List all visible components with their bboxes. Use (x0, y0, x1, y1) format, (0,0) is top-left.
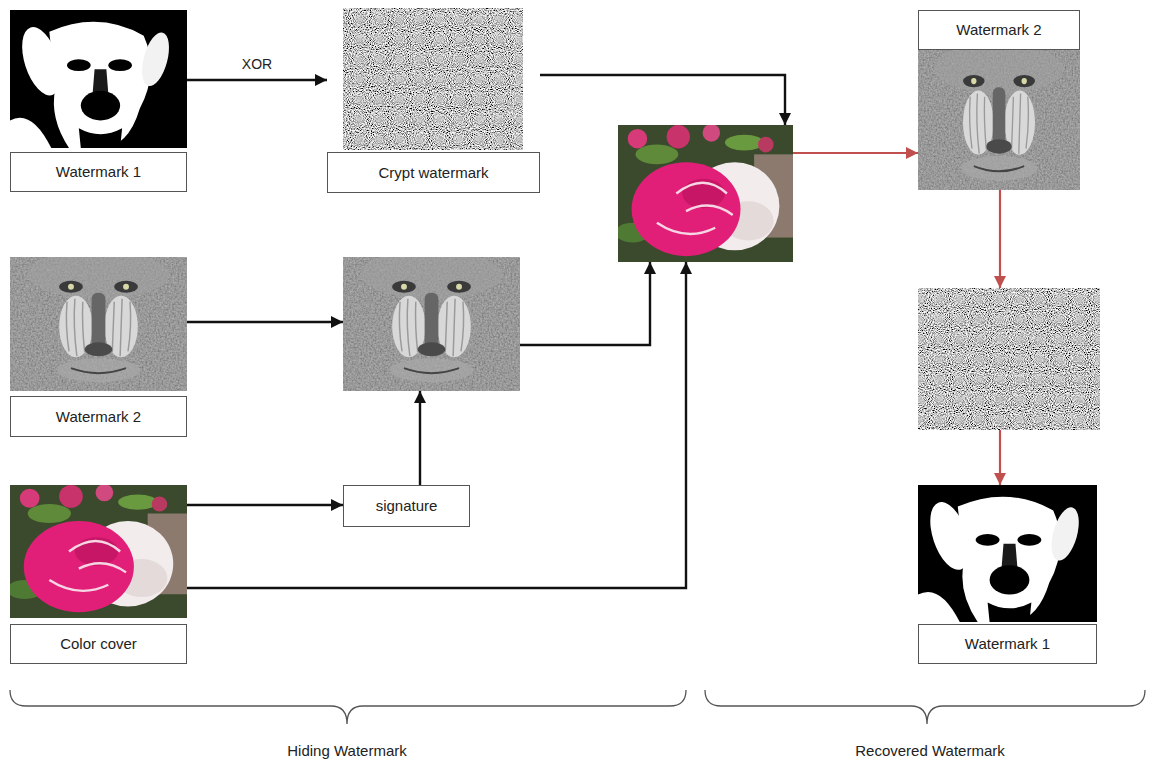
arrow-connector (999, 430, 1001, 485)
flower-image (615, 124, 793, 262)
image-node: Watermark 1 (918, 485, 1097, 664)
node-label: Watermark 2 (956, 21, 1041, 39)
process-box: signature (343, 485, 470, 527)
label-box: Watermark 1 (918, 624, 1097, 664)
label-box: Color cover (10, 624, 187, 664)
image-node: Watermark 1 (10, 10, 187, 192)
label-box: Watermark 1 (10, 152, 187, 192)
brace (705, 690, 1145, 724)
arrow-connector (793, 152, 918, 154)
edge-label: XOR (239, 56, 275, 73)
arrow-connector (999, 190, 1001, 288)
image-node (343, 257, 520, 391)
node-label: Crypt watermark (378, 164, 488, 182)
arrow-connector (187, 321, 343, 323)
baboon-image (10, 251, 187, 391)
node-label: Color cover (60, 635, 137, 653)
flower-image (7, 484, 187, 618)
arrow-connector (187, 504, 343, 506)
section-label: Hiding Watermark (287, 742, 406, 760)
arrow-connector (520, 262, 650, 345)
arrow-connector (419, 391, 421, 485)
image-node: Color cover (10, 485, 187, 664)
section-label: Recovered Watermark (855, 742, 1005, 760)
noise-image (343, 8, 523, 150)
arrow-connector (187, 79, 327, 81)
image-node: Crypt watermark (327, 8, 540, 193)
image-node: Watermark 2 (918, 10, 1080, 190)
arrow-connector (187, 262, 686, 588)
baboon-image (343, 251, 520, 391)
node-label: signature (376, 497, 438, 515)
image-node (618, 125, 793, 262)
node-label: Watermark 1 (56, 163, 141, 181)
noise-image (918, 288, 1100, 430)
node-label: Watermark 1 (965, 635, 1050, 653)
label-box: Crypt watermark (327, 152, 540, 193)
image-node (918, 288, 1100, 430)
dog-image (10, 10, 187, 148)
brace (10, 690, 686, 724)
label-box: Watermark 2 (10, 396, 187, 437)
baboon-image (918, 44, 1080, 190)
arrow-connector (540, 75, 785, 125)
dog-image (918, 485, 1097, 622)
node-label: Watermark 2 (56, 408, 141, 426)
label-box: Watermark 2 (918, 10, 1080, 50)
image-node: Watermark 2 (10, 257, 187, 437)
